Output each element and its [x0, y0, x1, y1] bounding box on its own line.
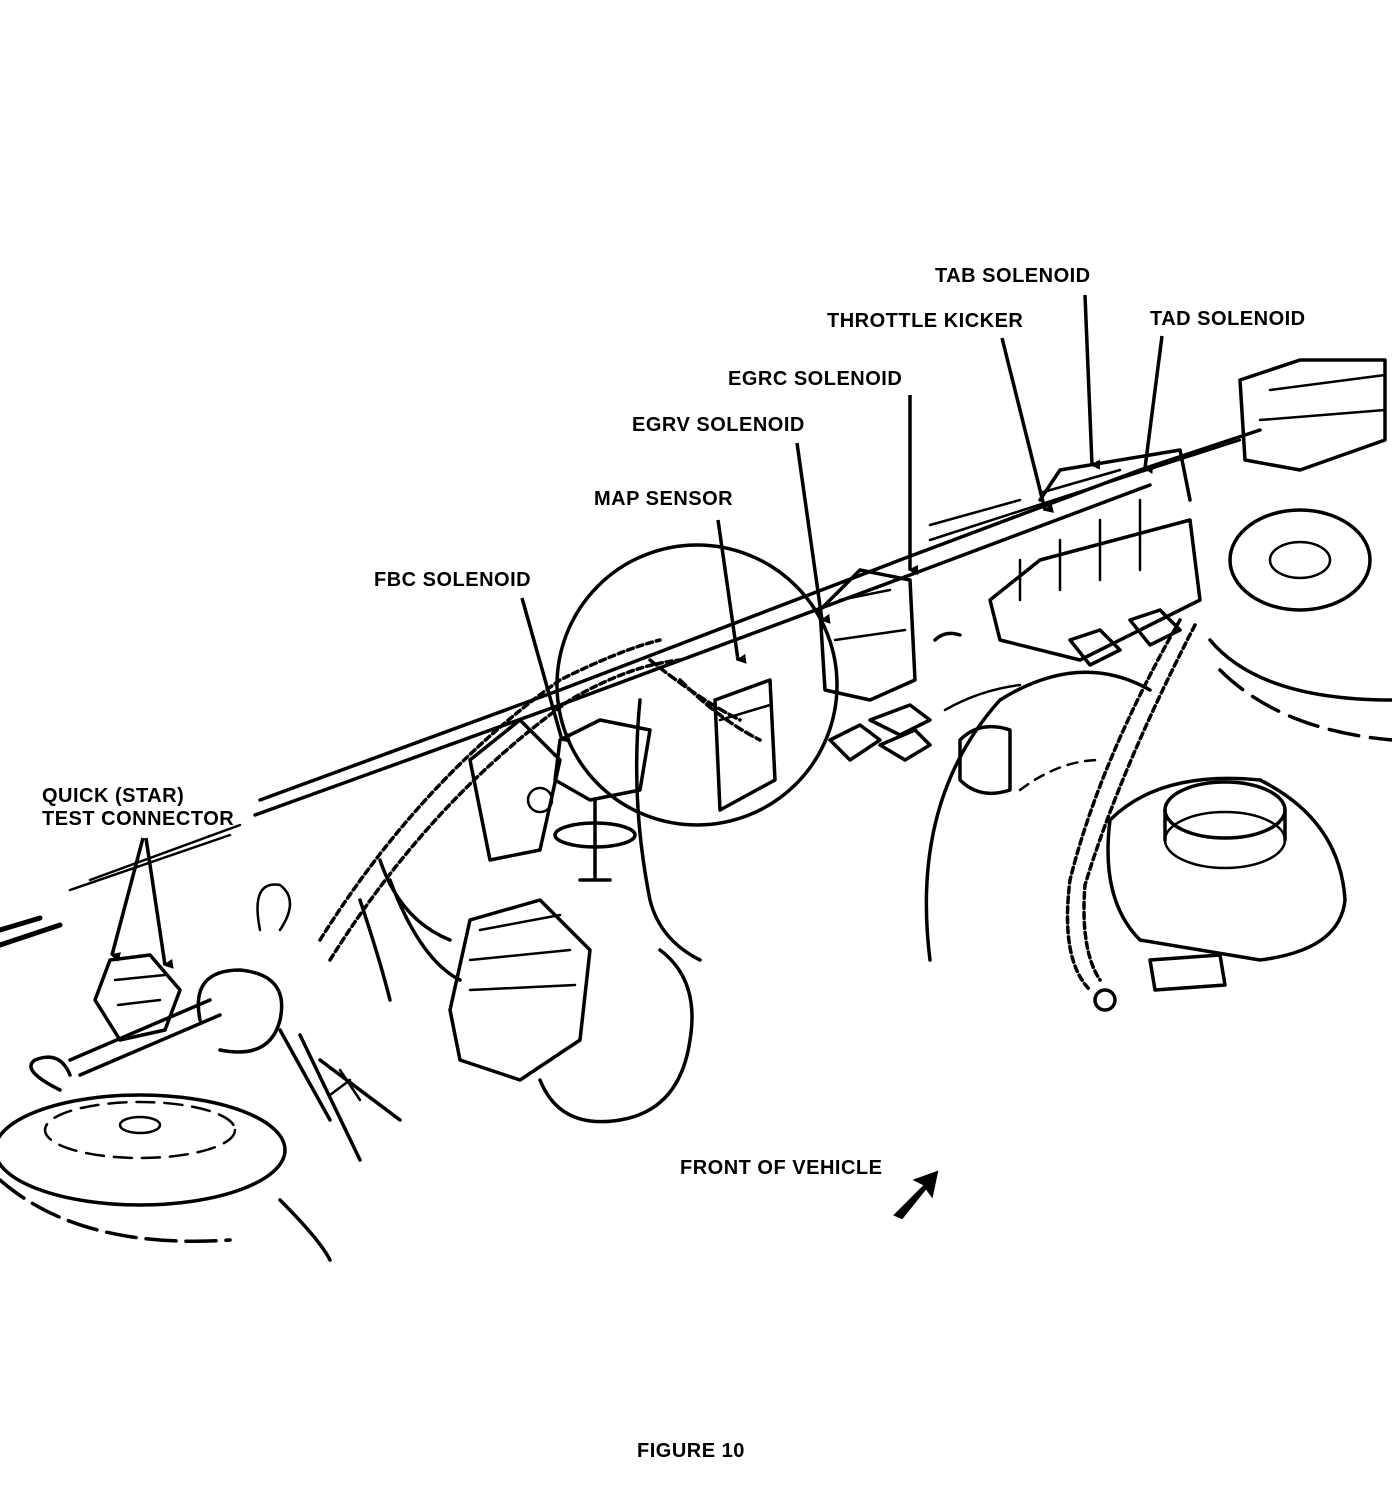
label-tad-solenoid: TAD SOLENOID — [1150, 308, 1306, 330]
callout-pointers — [110, 294, 1164, 969]
label-fbc-solenoid: FBC SOLENOID — [374, 569, 532, 591]
brake-booster — [924, 670, 1152, 962]
egr-solenoid-cluster — [818, 568, 962, 762]
label-egrc-solenoid: EGRC SOLENOID — [728, 368, 903, 390]
pointer-tad-solenoid — [1143, 335, 1164, 474]
pointer-throttle-kicker — [1000, 337, 1054, 513]
quick-test-connector — [68, 883, 402, 1162]
label-throttle-kicker: THROTTLE KICKER — [827, 310, 1024, 332]
lower-connector-block — [378, 698, 702, 1124]
pointer-fbc-solenoid — [520, 597, 572, 743]
front-arrow-icon — [893, 1170, 939, 1220]
figure-caption: FIGURE 10 — [637, 1440, 745, 1462]
left-air-cleaner — [0, 1055, 332, 1262]
label-egrv-solenoid: EGRV SOLENOID — [632, 414, 805, 436]
label-front-of-vehicle: FRONT OF VEHICLE — [680, 1157, 883, 1179]
label-tab-solenoid: TAB SOLENOID — [935, 265, 1091, 287]
map-sensor-assembly — [468, 543, 839, 882]
label-quick-test-line2: TEST CONNECTOR — [42, 808, 235, 830]
pointer-egrv-solenoid — [795, 442, 831, 624]
pointer-test-connector-a — [110, 837, 145, 962]
wiring-harness — [318, 618, 1197, 1002]
master-cylinder — [1093, 776, 1347, 1012]
right-air-cleaner — [1208, 358, 1392, 742]
pointer-map-sensor — [716, 519, 747, 664]
label-map-sensor: MAP SENSOR — [594, 488, 734, 510]
label-quick-test-line1: QUICK (STAR) — [42, 785, 185, 807]
pointer-tab-solenoid — [1083, 294, 1101, 470]
pointer-test-connector-b — [144, 837, 174, 969]
right-solenoid-bank — [988, 448, 1202, 667]
